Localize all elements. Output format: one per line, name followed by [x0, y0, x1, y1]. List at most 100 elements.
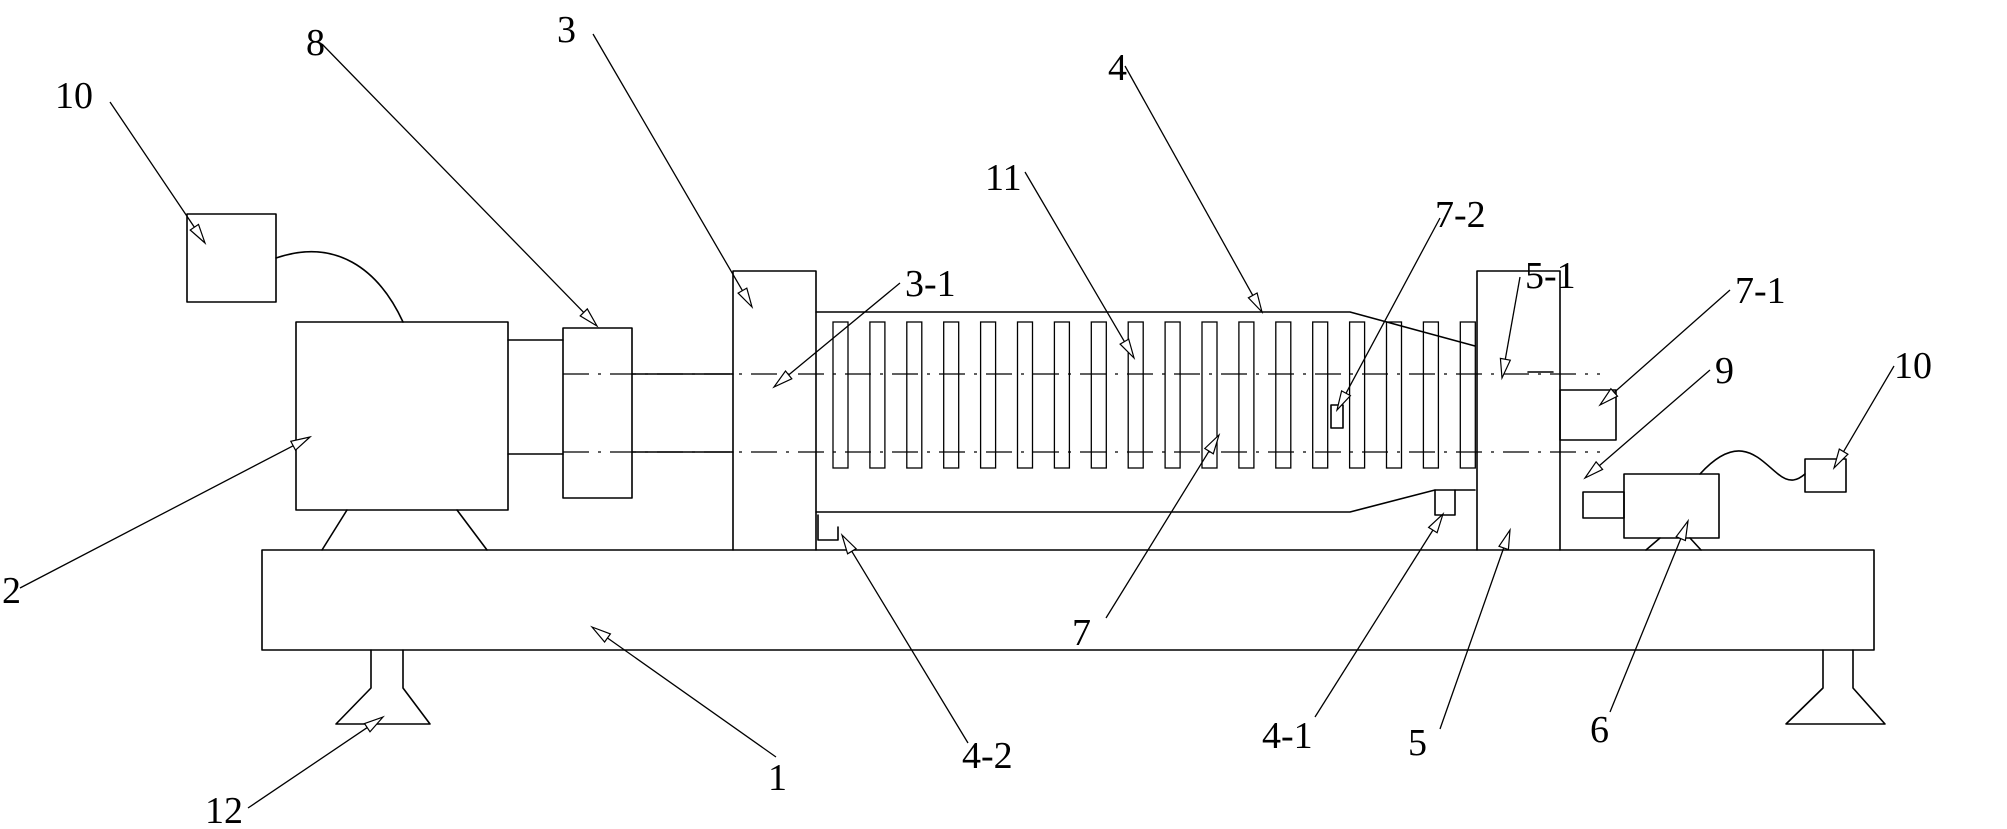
leader-line [1105, 450, 1210, 619]
arrow-tip [1247, 292, 1264, 315]
motor-shaft [507, 339, 564, 455]
screw-blade [1053, 321, 1071, 469]
arrow-tip [1499, 357, 1512, 381]
arrow-tip [1498, 527, 1511, 551]
screw-blade [1422, 321, 1440, 469]
arrow-tip [189, 223, 207, 245]
leader-line [1314, 529, 1434, 718]
arrow-tip [289, 435, 313, 452]
label-12: 12 [205, 790, 243, 829]
right-housing-body [1476, 270, 1561, 551]
leader-line [1024, 171, 1125, 342]
screw-blade [943, 321, 960, 469]
coupling-body [562, 327, 633, 499]
outlet-left [817, 514, 839, 541]
leader-lines [19, 33, 1895, 809]
leader-line [19, 445, 294, 589]
arrow-tip [579, 307, 599, 328]
arrow-tip [590, 625, 612, 643]
leader-line [788, 282, 901, 376]
leader-12 [247, 715, 385, 809]
screw-blades [832, 321, 1476, 469]
leader-line [607, 637, 777, 758]
leader-line [321, 43, 585, 313]
small-motor-shaft [1582, 491, 1625, 519]
arrow-tip [1675, 518, 1689, 542]
leader-11 [1024, 171, 1136, 361]
screw-blade [1348, 321, 1366, 469]
leader-line [247, 727, 368, 809]
screw-blade [1312, 321, 1329, 469]
controller-right [1804, 458, 1847, 493]
screw-blade [1275, 321, 1292, 469]
cable-left [275, 250, 404, 323]
screw-blade [979, 321, 997, 469]
label-2: 2 [2, 570, 21, 612]
leader-7-2 [1335, 217, 1441, 413]
left-housing-body [732, 270, 817, 551]
arrow-tip [1583, 460, 1604, 480]
leader-6 [1609, 518, 1689, 713]
shaft-sensor [1330, 404, 1344, 429]
leader-3-1 [772, 282, 901, 389]
leader-9 [1583, 369, 1711, 480]
leader-5 [1439, 527, 1511, 730]
leader-10-right [1832, 365, 1895, 471]
label-10-left: 10 [55, 75, 93, 117]
base-beam [261, 549, 1875, 651]
label-1: 1 [768, 757, 787, 799]
screw-blade [1201, 321, 1218, 469]
screw-blade [906, 321, 923, 469]
controller-left [186, 213, 277, 303]
foot-left [335, 649, 431, 725]
leader-4-1 [1314, 512, 1445, 718]
arrow-tip [737, 287, 754, 310]
leader-4-2 [840, 532, 969, 744]
device-parts [186, 213, 1886, 725]
leader-8 [321, 43, 599, 328]
screw-blade [1385, 321, 1403, 469]
leader-7 [1105, 432, 1221, 619]
leader-line [1598, 369, 1711, 467]
label-8: 8 [306, 22, 325, 64]
reference-labels: 1 2 3 3-1 4 4-1 4-2 5 5-1 6 7 7-1 7-2 8 … [2, 9, 1932, 829]
label-4-1: 4-1 [1262, 715, 1313, 757]
screw-blade [1016, 321, 1034, 469]
arrow-tip [1119, 338, 1136, 361]
arrow-tip [772, 370, 793, 389]
leader-line [1345, 217, 1441, 394]
arrow-tip [1832, 448, 1849, 471]
foot-right [1785, 649, 1886, 725]
label-6: 6 [1590, 709, 1609, 751]
label-5: 5 [1408, 722, 1427, 764]
leader-1 [590, 625, 777, 758]
leader-line [592, 33, 743, 291]
leader-10-left [109, 101, 207, 245]
leader-line [1843, 365, 1895, 452]
motor-body [295, 321, 509, 511]
screw-blade [1164, 321, 1181, 469]
label-10-right: 10 [1894, 345, 1932, 387]
leader-line [1609, 538, 1682, 713]
leader-line [1124, 65, 1254, 296]
drive-shaft [631, 373, 734, 453]
motor-stand [321, 509, 488, 551]
label-4: 4 [1108, 47, 1127, 89]
arrow-tip [840, 532, 858, 555]
label-3-1: 3-1 [905, 263, 956, 305]
leader-3 [592, 33, 754, 310]
label-11: 11 [985, 157, 1022, 199]
arrow-tip [1335, 390, 1352, 413]
leader-line [1504, 276, 1521, 360]
screw-blade [1090, 321, 1107, 469]
arrow-tip [1203, 432, 1221, 455]
cable-right [1699, 450, 1806, 481]
barrel-top [815, 311, 1476, 347]
leader-2 [19, 435, 313, 589]
small-motor-body [1623, 473, 1720, 539]
arrow-tip [363, 715, 385, 733]
barrel-bottom [815, 489, 1476, 513]
screw-blade [869, 321, 886, 469]
outlet-right [1434, 489, 1456, 516]
